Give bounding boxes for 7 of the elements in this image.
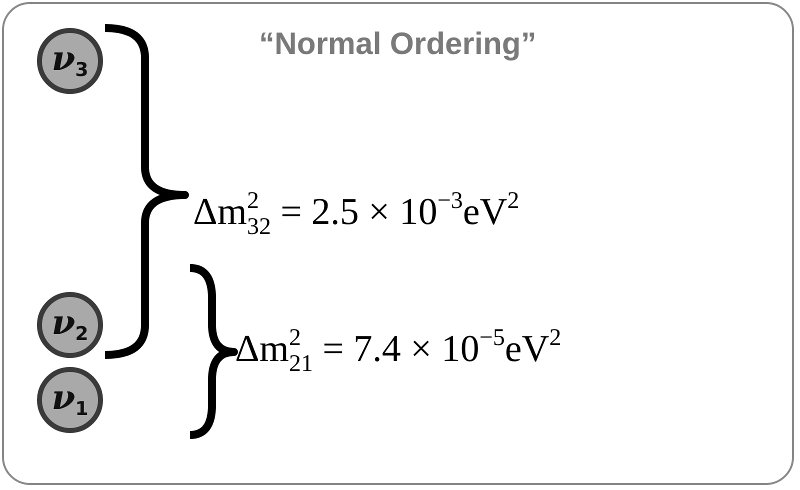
mass-splitting-formula: Δm$^{2}$$_{32}$ = 2.5 × 10$^{−3}$eV$^{2}$ — [193, 188, 520, 241]
panel-frame — [2, 2, 794, 485]
panel-title: “Normal Ordering” — [259, 26, 536, 62]
mass-splitting-formula: Δm$^{2}$$_{21}$ = 7.4 × 10$^{−5}$eV$^{2}$ — [235, 325, 562, 378]
neutrino-circle: ν$_{3}$ — [37, 28, 103, 94]
neutrino-circle: ν$_{1}$ — [37, 367, 103, 433]
neutrino-circle: ν$_{2}$ — [37, 292, 103, 358]
